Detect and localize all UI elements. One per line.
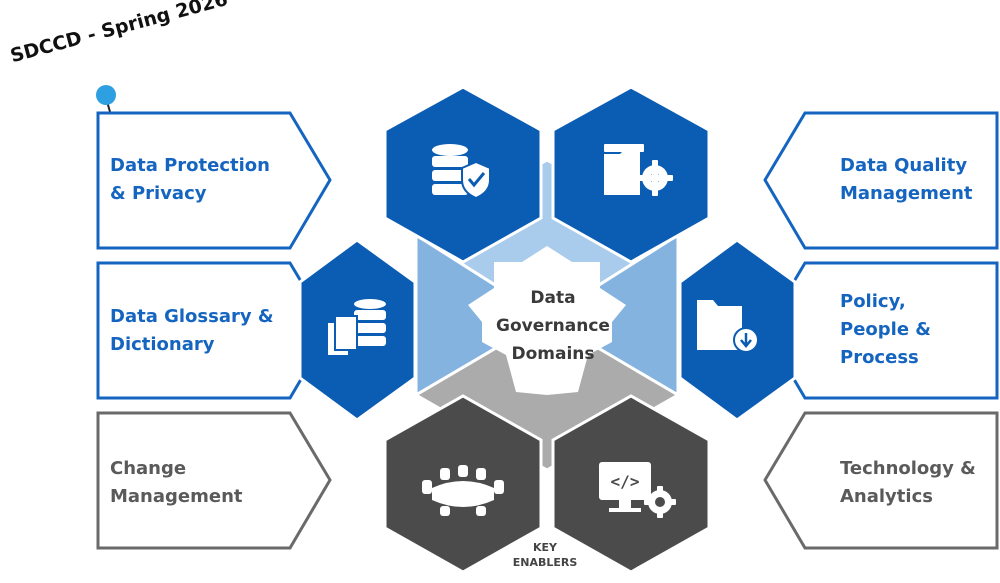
center-star [468, 246, 626, 395]
key-enablers-line1: KEY [532, 541, 557, 554]
frame-data-quality [763, 111, 999, 250]
center-title-line2: Governance [496, 316, 610, 336]
frame-technology [763, 411, 999, 550]
label-change-management-line1: Change [110, 458, 187, 479]
label-data-protection-line2: & Privacy [110, 183, 207, 204]
label-policy-line3: Process [840, 347, 919, 368]
svg-text:</>: </> [611, 472, 640, 491]
label-data-quality-line2: Management [840, 183, 973, 204]
label-data-quality-line1: Data Quality [840, 155, 968, 176]
label-data-glossary: Data Glossary & Dictionary [110, 303, 274, 359]
label-policy-line1: Policy, [840, 291, 906, 312]
label-technology-line1: Technology & [840, 458, 976, 479]
folder-gear-icon [604, 144, 673, 196]
database-documents-icon [326, 299, 386, 357]
label-data-quality: Data Quality Management [840, 152, 973, 208]
monitor-code-gear-icon: </> [599, 462, 676, 518]
folder-download-icon [697, 300, 759, 353]
key-enablers-label: KEY ENABLERS [500, 540, 590, 570]
center-title-line3: Domains [511, 344, 595, 364]
key-enablers-line2: ENABLERS [512, 556, 578, 569]
center-title-line1: Data [530, 288, 576, 308]
pin-head [96, 85, 116, 105]
label-data-protection: Data Protection & Privacy [110, 152, 270, 208]
frame-data-protection [96, 111, 332, 250]
label-data-glossary-line1: Data Glossary & [110, 306, 274, 327]
label-technology-line2: Analytics [840, 486, 933, 507]
conference-table-icon [422, 465, 504, 516]
label-technology: Technology & Analytics [840, 455, 976, 511]
label-data-glossary-line2: Dictionary [110, 334, 215, 355]
label-change-management-line2: Management [110, 486, 243, 507]
database-shield-icon [432, 144, 491, 200]
center-title: Data Governance Domains [468, 284, 638, 368]
label-data-protection-line1: Data Protection [110, 155, 270, 176]
label-change-management: Change Management [110, 455, 243, 511]
label-policy: Policy, People & Process [840, 288, 931, 372]
label-policy-line2: People & [840, 319, 931, 340]
frame-change-management [96, 411, 332, 550]
